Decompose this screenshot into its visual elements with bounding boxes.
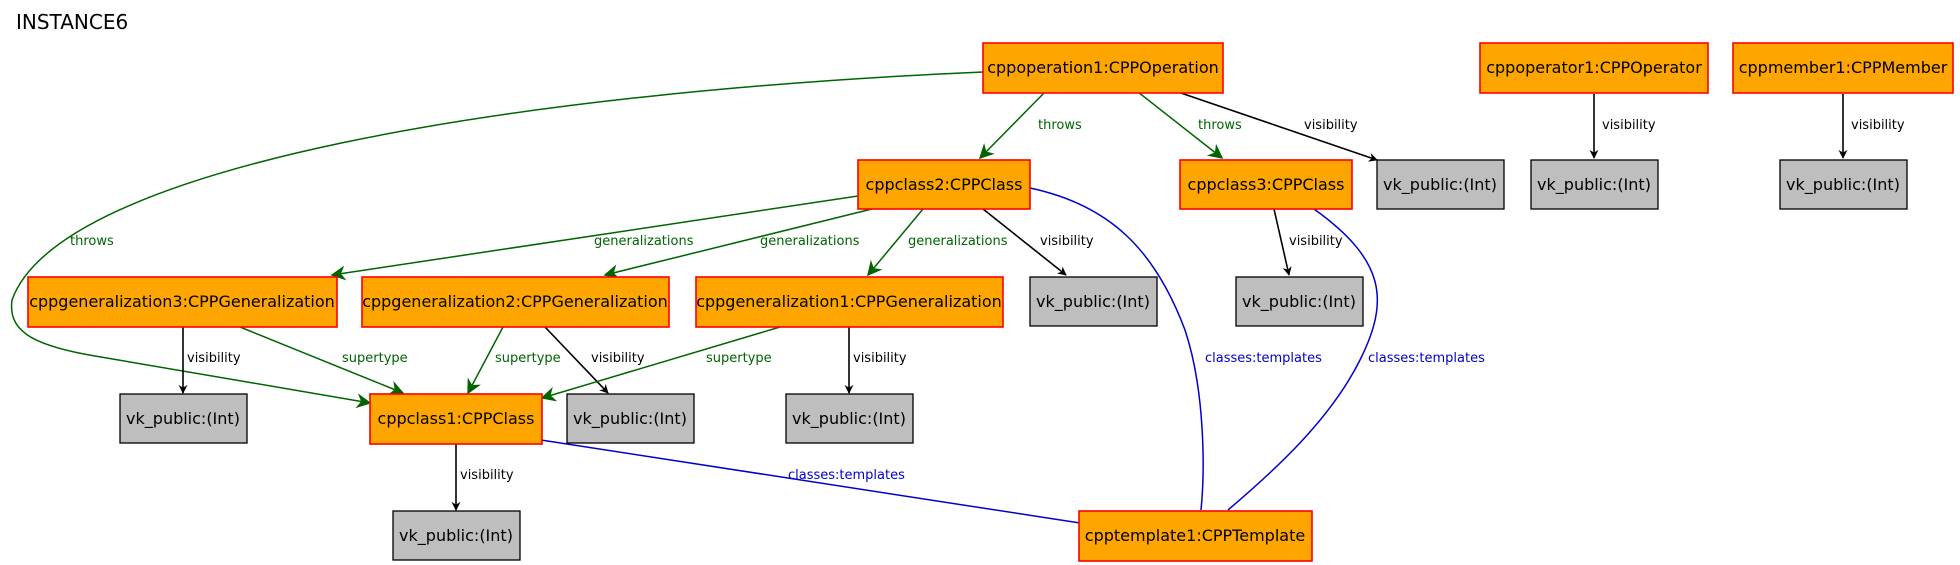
edge-label: supertype xyxy=(495,351,561,366)
edge-generalizations-c2-g2: generalizations xyxy=(603,206,881,280)
edge-visibility-mem1: visibility xyxy=(1838,94,1905,159)
edge-label: throws xyxy=(70,234,114,249)
node-cppclass1[interactable]: cppclass1:CPPClass xyxy=(369,393,543,445)
edge-label: supertype xyxy=(706,351,772,366)
edge-label: generalizations xyxy=(760,234,860,249)
edge-throws-op1-c2: throws xyxy=(978,91,1082,160)
edge-label: visibility xyxy=(853,351,907,366)
node-label: vk_public:(Int) xyxy=(792,409,906,429)
edge-label: visibility xyxy=(187,351,241,366)
node-label: vk_public:(Int) xyxy=(1383,175,1497,195)
node-vk-public-g2[interactable]: vk_public:(Int) xyxy=(566,393,695,444)
edge-templates-c3-t1: classes:templates xyxy=(1227,208,1485,511)
edge-visibility-c1: visibility xyxy=(451,444,514,511)
node-label: vk_public:(Int) xyxy=(1786,175,1900,195)
node-label: cppclass2:CPPClass xyxy=(866,175,1023,194)
edge-visibility-g3: visibility xyxy=(178,327,241,394)
node-cppoperator1[interactable]: cppoperator1:CPPOperator xyxy=(1479,42,1709,94)
node-label: cppmember1:CPPMember xyxy=(1739,58,1948,77)
edge-label: generalizations xyxy=(594,234,694,249)
edge-label: visibility xyxy=(1602,118,1656,133)
edge-generalizations-c2-g3: generalizations xyxy=(330,195,859,281)
edge-label: generalizations xyxy=(908,234,1008,249)
node-label: cppclass3:CPPClass xyxy=(1188,175,1345,194)
edge-supertype-g2-c1: supertype xyxy=(467,326,561,395)
node-label: vk_public:(Int) xyxy=(1242,292,1356,312)
edge-label: classes:templates xyxy=(1205,351,1322,366)
node-cppgeneralization2[interactable]: cppgeneralization2:CPPGeneralization xyxy=(361,276,670,328)
edge-visibility-g1: visibility xyxy=(844,327,907,394)
node-cppgeneralization3[interactable]: cppgeneralization3:CPPGeneralization xyxy=(27,276,338,328)
node-cppgeneralization1[interactable]: cppgeneralization1:CPPGeneralization xyxy=(695,276,1004,328)
edge-label: visibility xyxy=(591,351,645,366)
node-vk-public-c3[interactable]: vk_public:(Int) xyxy=(1235,276,1364,327)
node-label: cppoperation1:CPPOperation xyxy=(987,58,1219,77)
node-cppoperation1[interactable]: cppoperation1:CPPOperation xyxy=(982,42,1224,94)
node-cpptemplate1[interactable]: cpptemplate1:CPPTemplate xyxy=(1078,510,1313,562)
edge-visibility-op1: visibility xyxy=(1177,91,1378,162)
node-label: vk_public:(Int) xyxy=(1537,175,1651,195)
node-label: cppgeneralization1:CPPGeneralization xyxy=(696,292,1002,311)
edge-supertype-g1-c1: supertype xyxy=(540,326,781,402)
node-cppmember1[interactable]: cppmember1:CPPMember xyxy=(1732,42,1954,94)
edge-templates-c2-t1: classes:templates xyxy=(1029,187,1322,511)
node-vk-public-c1[interactable]: vk_public:(Int) xyxy=(392,510,521,561)
diagram-title: INSTANCE6 xyxy=(16,10,128,34)
edge-supertype-g3-c1: supertype xyxy=(239,326,408,395)
node-label: vk_public:(Int) xyxy=(399,526,513,546)
node-vk-public-g3[interactable]: vk_public:(Int) xyxy=(119,393,248,444)
node-label: cppclass1:CPPClass xyxy=(378,409,535,428)
node-vk-public-opr1[interactable]: vk_public:(Int) xyxy=(1530,159,1659,210)
node-label: vk_public:(Int) xyxy=(573,409,687,429)
node-vk-public-op1[interactable]: vk_public:(Int) xyxy=(1376,159,1505,210)
node-label: vk_public:(Int) xyxy=(1036,292,1150,312)
node-cppclass2[interactable]: cppclass2:CPPClass xyxy=(857,159,1031,210)
node-cppclass3[interactable]: cppclass3:CPPClass xyxy=(1179,159,1353,210)
node-label: cpptemplate1:CPPTemplate xyxy=(1085,526,1305,545)
edge-visibility-opr1: visibility xyxy=(1589,94,1656,159)
edge-throws-op1-c3: throws xyxy=(1137,91,1242,159)
edge-visibility-c3: visibility xyxy=(1273,208,1343,276)
edge-throws-op1-c1: throws xyxy=(10,71,984,409)
node-label: cppgeneralization3:CPPGeneralization xyxy=(29,292,335,311)
node-vk-public-g1[interactable]: vk_public:(Int) xyxy=(785,393,914,444)
edge-visibility-c2: visibility xyxy=(982,208,1094,276)
edge-label: classes:templates xyxy=(1368,351,1485,366)
edge-label: throws xyxy=(1198,118,1242,133)
edge-templates-c1-t1: classes:templates xyxy=(540,439,1081,524)
node-label: cppoperator1:CPPOperator xyxy=(1486,58,1702,77)
edge-label: visibility xyxy=(1289,234,1343,249)
edge-label: classes:templates xyxy=(788,468,905,483)
node-vk-public-mem1[interactable]: vk_public:(Int) xyxy=(1779,159,1908,210)
edge-label: throws xyxy=(1038,118,1082,133)
edge-label: visibility xyxy=(1304,118,1358,133)
edge-label: supertype xyxy=(342,351,408,366)
node-label: vk_public:(Int) xyxy=(126,409,240,429)
node-vk-public-c2[interactable]: vk_public:(Int) xyxy=(1029,276,1158,327)
edge-label: visibility xyxy=(1040,234,1094,249)
edge-label: visibility xyxy=(1851,118,1905,133)
edge-generalizations-c2-g1: generalizations xyxy=(867,208,1008,277)
edge-label: visibility xyxy=(460,468,514,483)
node-label: cppgeneralization2:CPPGeneralization xyxy=(362,292,668,311)
